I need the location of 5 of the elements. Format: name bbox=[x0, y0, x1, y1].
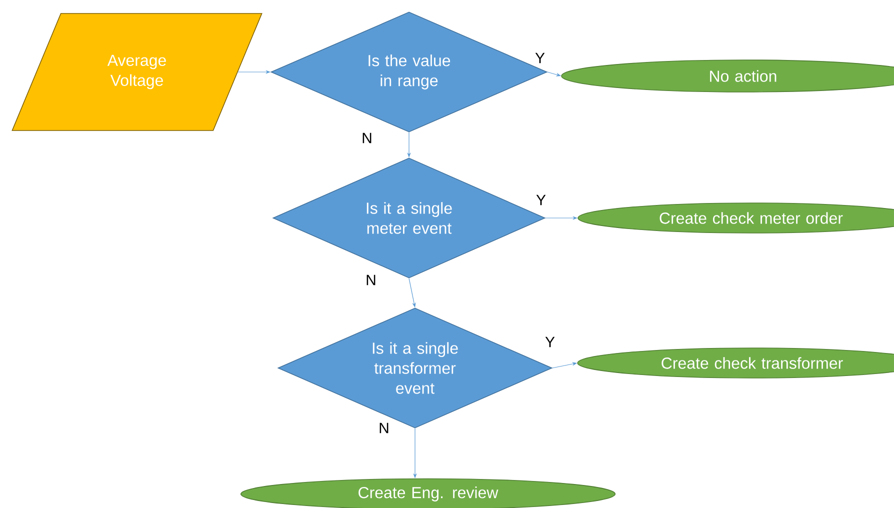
edge-label: Y bbox=[535, 194, 547, 206]
edge-label: Y bbox=[544, 336, 556, 348]
input-parallelogram: Average Voltage bbox=[12, 13, 262, 131]
edge-label: Y bbox=[534, 52, 546, 64]
edge-label: N bbox=[360, 132, 374, 144]
